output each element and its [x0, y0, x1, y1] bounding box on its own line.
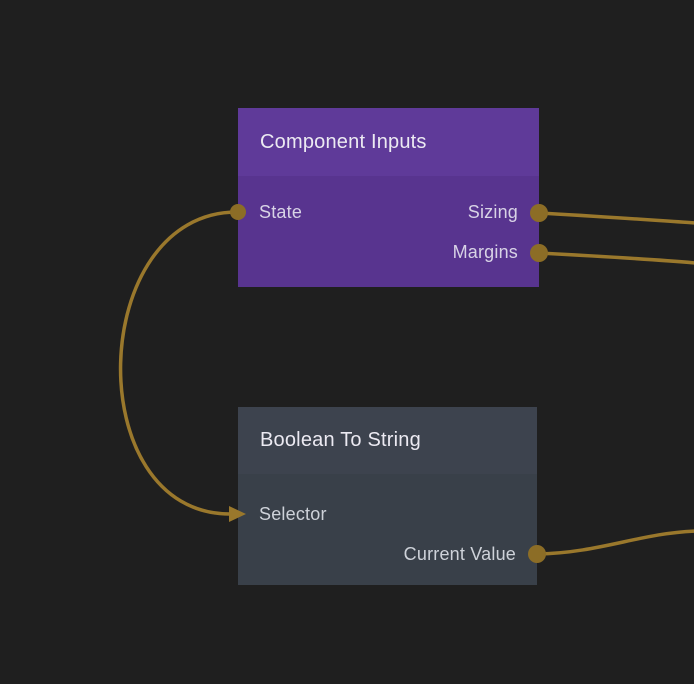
node-title: Component Inputs [260, 130, 427, 153]
wire-margins-out[interactable] [538, 251, 694, 265]
port-row: Current Value [238, 534, 537, 574]
wire-current-value-out[interactable] [536, 529, 694, 556]
port-row: State Sizing [238, 192, 539, 232]
node-component-inputs[interactable]: Component Inputs State Sizing Margins [238, 108, 539, 287]
node-boolean-to-string-body: Selector Current Value [238, 474, 537, 585]
node-boolean-to-string[interactable]: Boolean To String Selector Current Value [238, 407, 537, 585]
node-component-inputs-title-bar[interactable]: Component Inputs [238, 108, 539, 176]
wire-sizing-out[interactable] [538, 211, 694, 225]
node-title: Boolean To String [260, 429, 421, 451]
port-label-margins: Margins [452, 241, 518, 262]
port-label-current-value: Current Value [403, 543, 516, 564]
port-row: Selector [238, 494, 537, 534]
node-component-inputs-body: State Sizing Margins [238, 176, 539, 287]
node-boolean-to-string-title-bar[interactable]: Boolean To String [238, 407, 537, 474]
port-label-state: State [259, 201, 303, 222]
port-row: Margins [238, 232, 539, 272]
port-label-selector: Selector [259, 503, 327, 524]
wire-state-to-selector[interactable] [118, 210, 238, 516]
port-label-sizing: Sizing [467, 201, 518, 222]
